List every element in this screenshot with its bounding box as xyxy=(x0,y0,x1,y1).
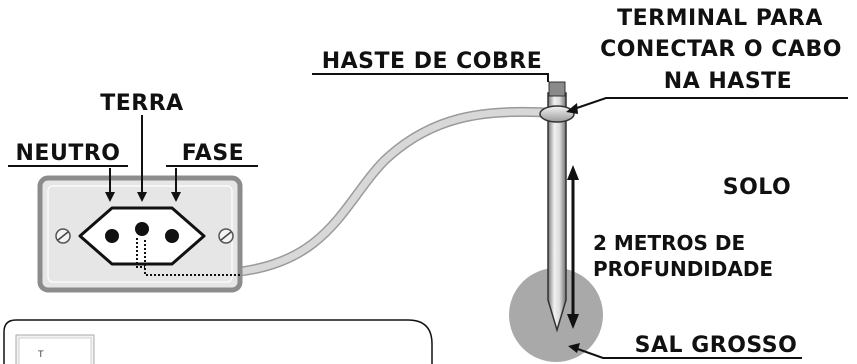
label-terra: TERRA xyxy=(100,91,183,116)
copper-rod xyxy=(547,81,567,333)
ground-cable xyxy=(231,106,558,277)
inset-letter: T xyxy=(37,350,44,360)
leader-sal-grosso xyxy=(574,347,802,359)
label-neutro: NEUTRO xyxy=(16,141,121,166)
label-fase: FASE xyxy=(182,141,244,166)
screw-left-icon xyxy=(55,228,71,244)
inset-panel xyxy=(3,319,433,364)
leader-haste xyxy=(312,73,549,82)
leader-terminal xyxy=(570,97,848,111)
socket-hole-terra xyxy=(135,222,149,236)
rod-terminal-clamp xyxy=(539,105,575,123)
depth-arrow xyxy=(567,165,579,329)
socket-hole-fase xyxy=(165,229,179,243)
label-terminal-line1: TERMINAL PARA xyxy=(617,6,823,31)
leader-sal-arrowhead xyxy=(568,343,580,353)
label-profundidade-line2: PROFUNDIDADE xyxy=(593,257,773,281)
label-haste-de-cobre: HASTE DE COBRE xyxy=(322,49,543,74)
label-solo: SOLO xyxy=(723,175,791,200)
leader-terminal-arrowhead xyxy=(566,103,578,114)
socket-hole-neutro xyxy=(105,229,119,243)
label-terminal-line3: NA HASTE xyxy=(664,69,792,94)
ground-cable-core xyxy=(232,108,557,276)
internal-ground-wire xyxy=(136,238,240,276)
screw-right-icon xyxy=(218,228,234,244)
label-terminal-line2: CONECTAR O CABO xyxy=(600,37,842,62)
label-profundidade-line1: 2 METROS DE xyxy=(593,231,745,255)
label-sal-grosso: SAL GROSSO xyxy=(635,333,798,358)
